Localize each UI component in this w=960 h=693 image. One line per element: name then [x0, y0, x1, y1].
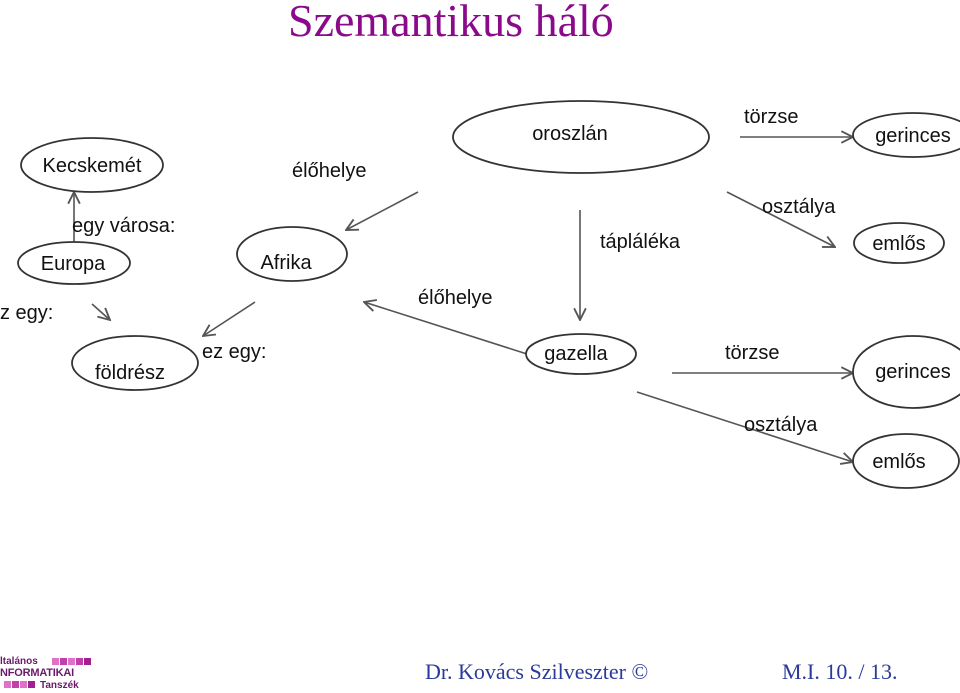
node-emlos-bottom	[852, 433, 960, 489]
edge-label-taplaleka: tápláléka	[600, 231, 681, 253]
edge-label-osztalya-top: osztálya	[762, 196, 836, 218]
node-emlos-top	[853, 222, 945, 264]
node-foldresz	[71, 335, 199, 391]
edge-label-torzse-top: törzse	[744, 106, 798, 128]
semantic-network-diagram: Kecskemét Europa Afrika földrész oroszlá…	[0, 100, 960, 489]
node-label-gerinces-bottom: gerinces	[875, 361, 951, 383]
node-label-foldresz: földrész	[95, 362, 165, 384]
node-label-afrika: Afrika	[260, 252, 312, 274]
edge-label-osztalya-bottom: osztálya	[744, 414, 818, 436]
logo-square	[20, 681, 27, 688]
logo-square	[84, 658, 91, 665]
edge-line-osztalya-bottom	[636, 391, 853, 462]
node-label-oroszlan: oroszlán	[532, 123, 608, 145]
logo-square	[52, 658, 59, 665]
edge-label-ez-egy-afrika: ez egy:	[202, 341, 266, 363]
edge-label-elohelye-gazella: élőhelye	[418, 287, 493, 309]
node-gerinces-bottom	[852, 335, 960, 409]
logo-square	[68, 658, 75, 665]
node-label-kecskemet: Kecskemét	[43, 155, 142, 177]
edge-label-torzse-bottom: törzse	[725, 342, 779, 364]
edge-label-egy-varosa: egy városa:	[72, 215, 175, 237]
node-europa	[17, 241, 131, 285]
node-label-emlos-bottom: emlős	[872, 451, 925, 473]
edge-label-ez-egy-left: z egy:	[0, 302, 53, 324]
department-logo: ltalános NFORMATIKAI Tanszék	[0, 656, 100, 693]
node-afrika	[236, 226, 348, 282]
node-label-europa: Europa	[41, 253, 106, 275]
edge-line-osztalya-top	[726, 191, 835, 247]
logo-line-3: Tanszék	[40, 680, 79, 691]
node-oroszlan	[452, 100, 710, 174]
node-label-gazella: gazella	[544, 343, 608, 365]
slide-title: Szemantikus háló	[288, 0, 614, 46]
edge-line-europa-foldresz	[91, 303, 110, 320]
logo-square	[28, 681, 35, 688]
logo-line-1: ltalános	[0, 656, 38, 667]
edge-line-gazella-elohelye	[364, 302, 528, 355]
edge-line-afrika-foldresz	[203, 301, 256, 336]
node-gerinces-top	[852, 112, 960, 158]
logo-line-2: NFORMATIKAI	[0, 667, 74, 679]
edge-label-elohelye-top: élőhelye	[292, 160, 367, 182]
logo-square	[12, 681, 19, 688]
footer-slide-number: M.I. 10. / 13.	[782, 659, 898, 684]
footer-author: Dr. Kovács Szilveszter ©	[425, 659, 649, 684]
logo-square	[76, 658, 83, 665]
node-gazella	[525, 333, 637, 375]
edge-line-elohelye-top	[346, 191, 419, 230]
node-label-emlos-top: emlős	[872, 233, 925, 255]
logo-square	[60, 658, 67, 665]
logo-square	[4, 681, 11, 688]
node-label-gerinces-top: gerinces	[875, 125, 951, 147]
node-kecskemet	[20, 137, 164, 193]
